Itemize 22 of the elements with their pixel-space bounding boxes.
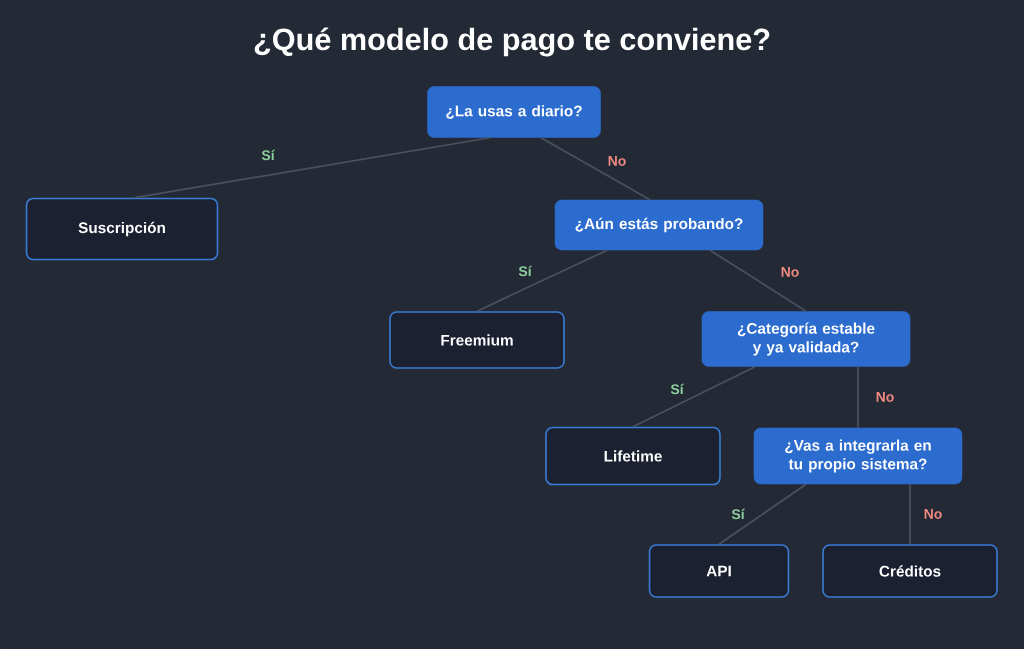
connector-line bbox=[857, 365, 859, 429]
question-box: ¿Aún estás probando? bbox=[554, 199, 764, 251]
connector-line bbox=[709, 249, 807, 313]
question-box: ¿Categoría estable y ya validada? bbox=[701, 311, 911, 367]
answer-box: Suscripción bbox=[25, 197, 219, 261]
connector-line bbox=[909, 483, 911, 546]
question-box: ¿La usas a diario? bbox=[427, 86, 601, 138]
connector-line bbox=[632, 365, 756, 428]
edge-label: Sí bbox=[260, 148, 276, 162]
edge-label: Sí bbox=[669, 382, 685, 396]
edge-label: Sí bbox=[730, 507, 746, 521]
connector-line bbox=[134, 136, 491, 199]
answer-box: Créditos bbox=[822, 544, 998, 598]
edge-label: Sí bbox=[517, 264, 533, 278]
title: ¿Qué modelo de pago te conviene? bbox=[254, 27, 770, 57]
connector-line bbox=[540, 136, 651, 201]
answer-box: API bbox=[648, 544, 790, 598]
question-box: ¿Vas a integrarla en tu propio sistema? bbox=[753, 427, 963, 485]
connector-line bbox=[718, 483, 807, 546]
answer-box: Freemium bbox=[389, 311, 565, 369]
connector-line bbox=[476, 249, 608, 313]
answer-box: Lifetime bbox=[545, 426, 721, 486]
